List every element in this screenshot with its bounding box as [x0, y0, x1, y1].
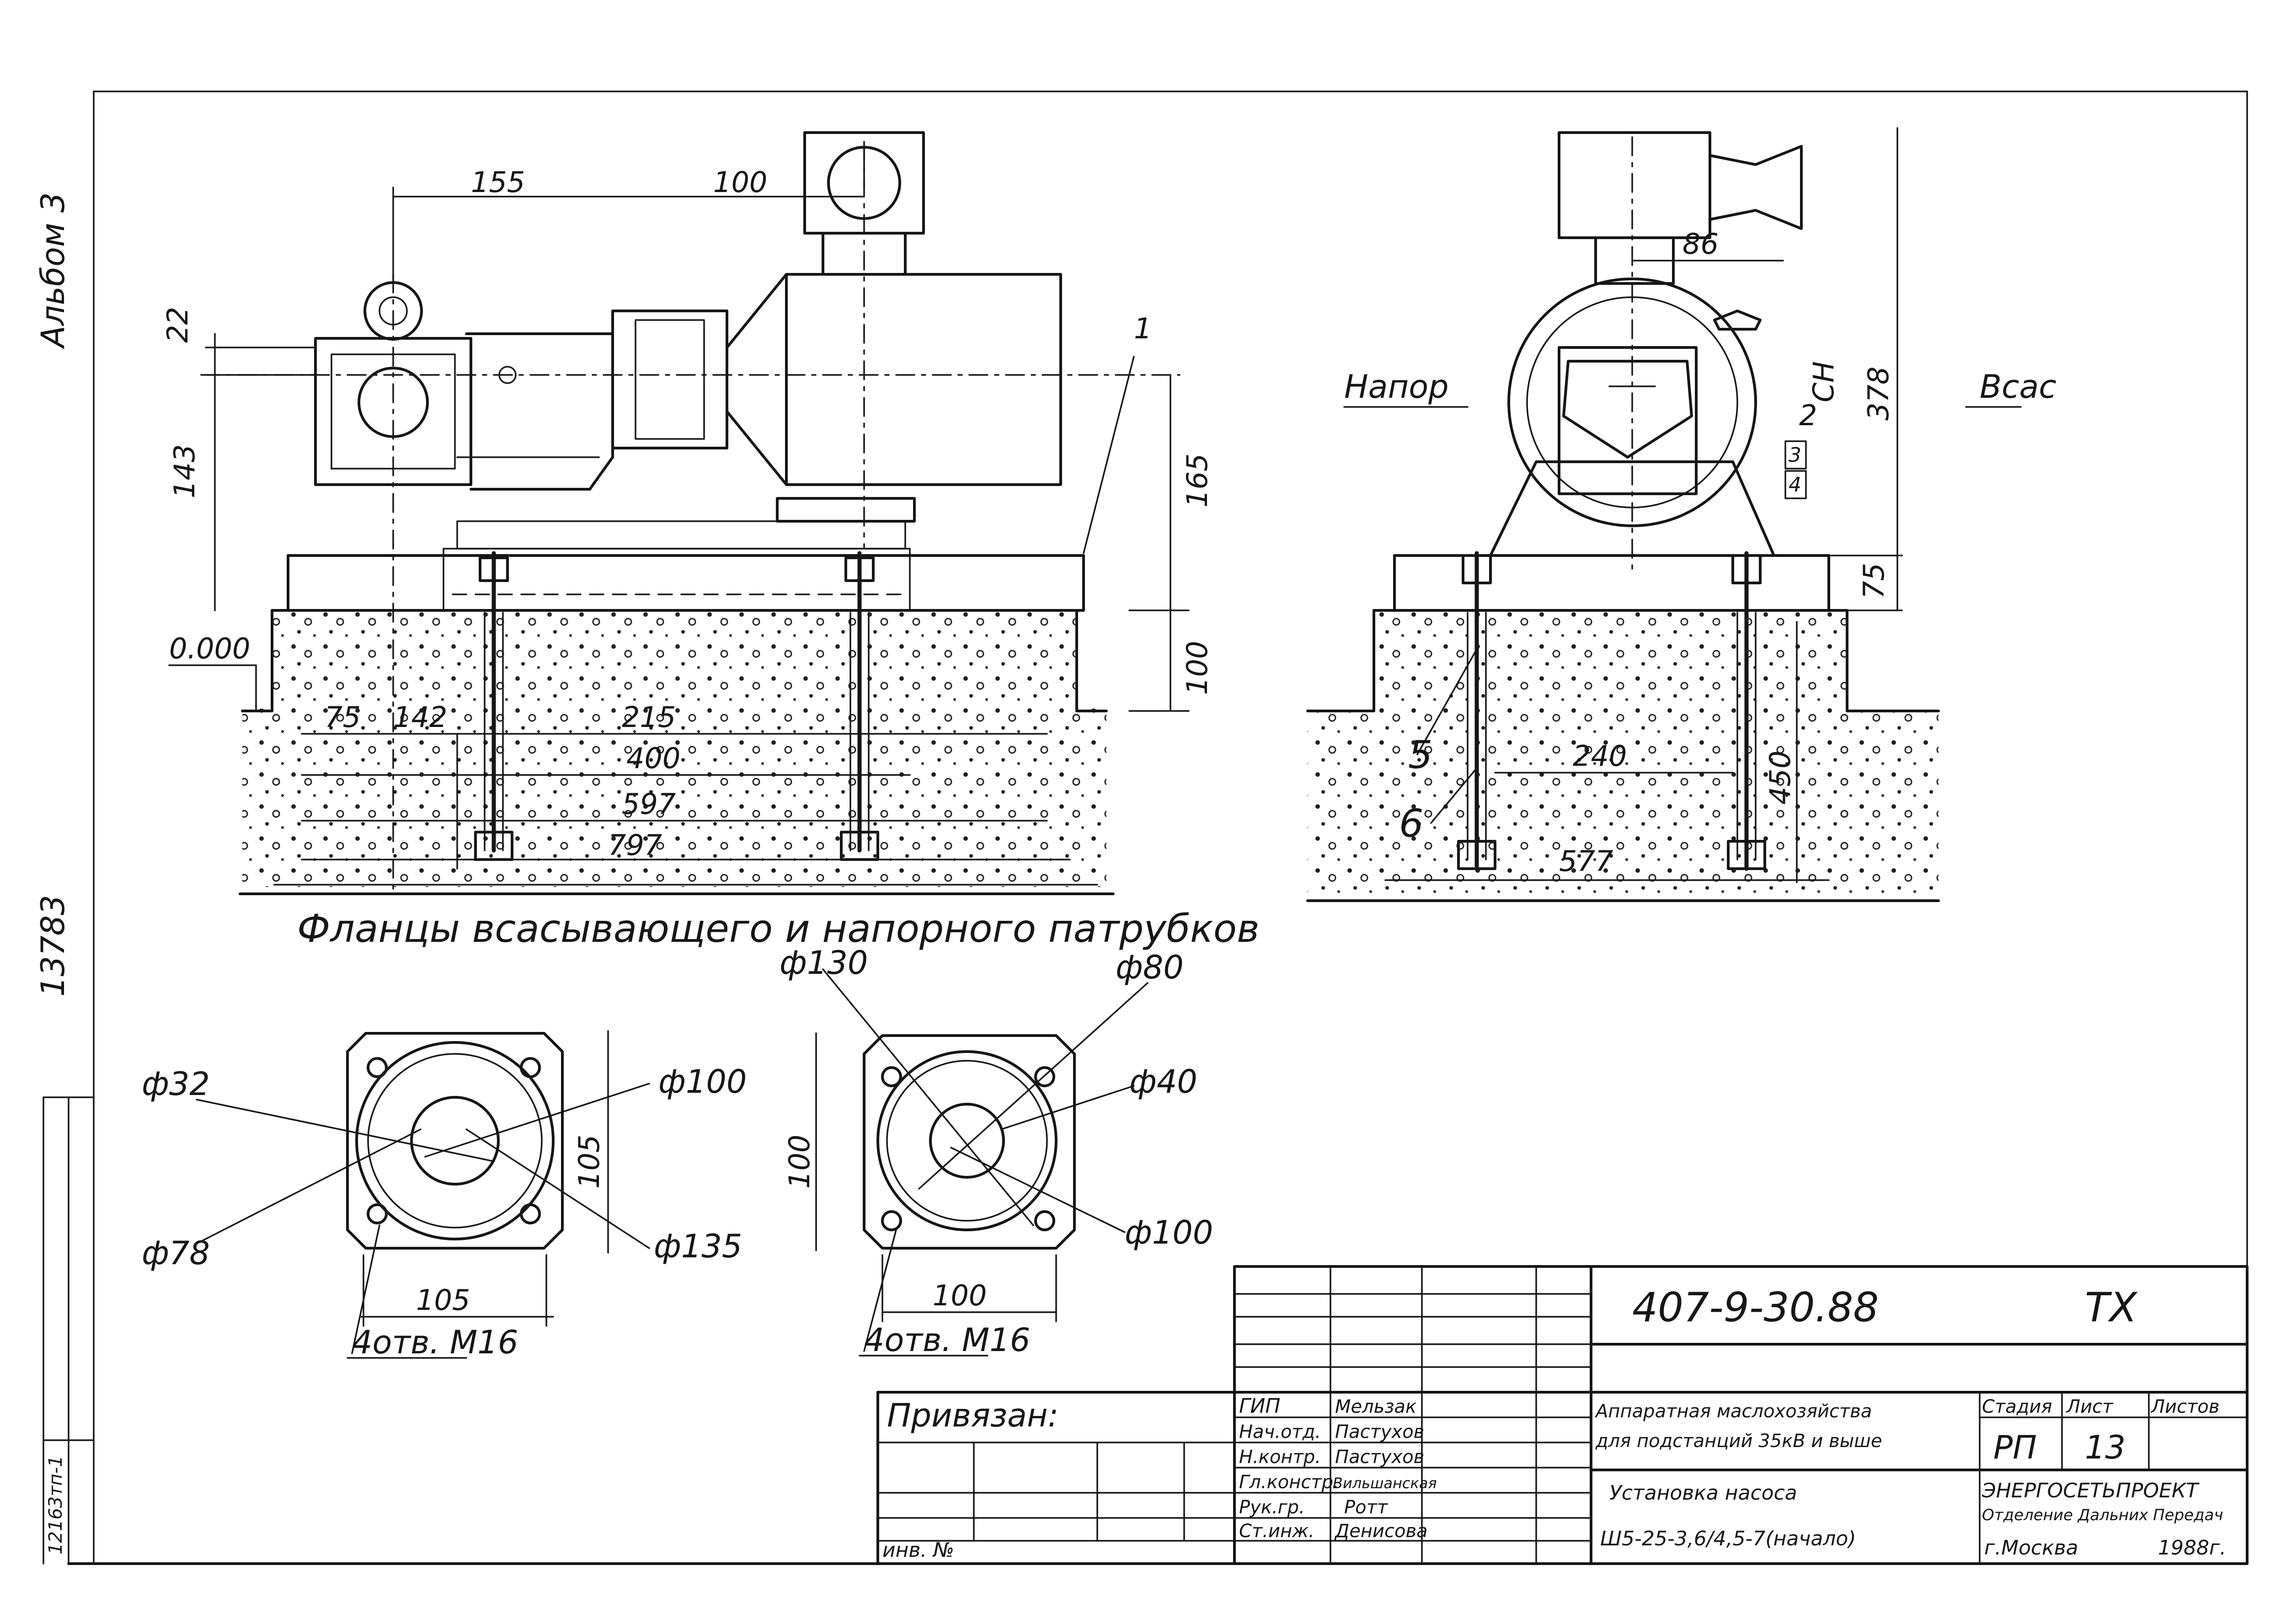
dim-597: 597: [622, 787, 676, 821]
anchor-bolt-side-left: [1457, 551, 1496, 871]
title-block: 407-9-30.88 ТХ Привязан: инв. № ГИП Нач.…: [876, 1265, 2249, 1565]
side-view: 2 3 4 Напор Вс: [1306, 127, 2056, 902]
flange1-d135: ф135: [654, 1228, 742, 1265]
dim-577: 577: [1559, 844, 1613, 878]
org-city: г.Москва: [1984, 1536, 2078, 1560]
anchor-bolt-side-right: [1727, 551, 1766, 871]
flange1-d78: ф78: [142, 1234, 210, 1272]
name-denisova: Денисова: [1334, 1521, 1428, 1542]
front-view: 155 100 22 143 165 100 1 0.000 75 142 21…: [161, 131, 1260, 951]
name-vilshanskaya: Вильшанская: [1333, 1474, 1437, 1492]
flange2-100: 100: [933, 1279, 987, 1312]
role-nach-otd: Нач.отд.: [1239, 1421, 1321, 1442]
role-gl-konstr: Гл.констр.: [1239, 1472, 1339, 1493]
flange-suction: ф32 ф100 105 ф78 ф135 105 4отв. М16: [142, 1030, 747, 1361]
pump-body: [314, 281, 728, 491]
callout-2: 2: [1799, 399, 1817, 432]
flange2-holes: 4отв. М16: [864, 1321, 1030, 1359]
dim-143: 143: [168, 444, 201, 498]
foundation-left: [239, 609, 1115, 895]
margin-stamp-3: 12163тп-1: [45, 1455, 66, 1555]
name-pastukhov-2: Пастухов: [1335, 1447, 1424, 1468]
flange1-holes: 4отв. М16: [352, 1324, 518, 1361]
project-title-line1: Аппаратная маслохозяйства: [1594, 1401, 1872, 1422]
elevation-0000: 0.000: [169, 632, 251, 665]
stage-value: РП: [1993, 1429, 2037, 1466]
sheet-value: 13: [2085, 1429, 2126, 1466]
sheets-header: Листов: [2150, 1396, 2219, 1417]
sheet-frame: [43, 91, 2249, 1565]
project-title-line2: для подстанций 35кВ и выше: [1595, 1431, 1882, 1452]
dim-215: 215: [622, 700, 676, 734]
dim-75-side: 75: [1857, 563, 1891, 599]
doc-code: ТХ: [2085, 1284, 2138, 1331]
margin-stamp-2: 13783: [34, 895, 72, 997]
flange1-105-vert: 105: [572, 1135, 606, 1189]
flange2-d130: ф130: [780, 944, 868, 982]
foundation-right: [1306, 609, 1940, 902]
anchor-bolt-front-left: [474, 551, 513, 861]
callout-6: 6: [1399, 801, 1423, 846]
dim-400: 400: [626, 742, 680, 775]
dim-450: 450: [1763, 751, 1797, 805]
flange2-d40: ф40: [1129, 1063, 1197, 1100]
dim-100-side: 100: [1180, 641, 1214, 695]
stage-header: Стадия: [1982, 1396, 2052, 1417]
flange1-d100: ф100: [658, 1063, 747, 1100]
flange2-100-vert: 100: [783, 1135, 816, 1189]
inv-label: инв. №: [882, 1539, 954, 1562]
dim-22: 22: [161, 307, 194, 343]
name-pastukhov-1: Пастухов: [1335, 1421, 1424, 1442]
role-ruk-gr: Рук.гр.: [1239, 1497, 1305, 1518]
margin-stamp-1: Альбом 3: [34, 192, 72, 349]
flange1-105: 105: [416, 1283, 470, 1317]
sheet-header: Лист: [2066, 1396, 2114, 1417]
dim-100-top: 100: [713, 166, 767, 199]
callout-3: 3: [1789, 443, 1801, 467]
dim-142: 142: [393, 700, 447, 734]
dim-75: 75: [325, 700, 361, 734]
org-dept: Отделение Дальних Передач: [1982, 1506, 2223, 1524]
dim-240: 240: [1573, 739, 1627, 773]
flange1-d32: ф32: [142, 1065, 210, 1103]
callout-5: 5: [1408, 732, 1432, 777]
dim-165: 165: [1180, 454, 1214, 508]
privyazan-label: Привязан:: [887, 1397, 1058, 1434]
dim-155: 155: [471, 166, 525, 199]
dim-86: 86: [1682, 227, 1719, 261]
dim-1: 1: [1134, 312, 1152, 345]
doc-number: 407-9-30.88: [1632, 1284, 1879, 1331]
label-vsas: Всас: [1980, 368, 2056, 406]
sheet-title-line2: Ш5-25-3,6/4,5-7(начало): [1600, 1527, 1856, 1550]
role-n-kontr: Н.контр.: [1239, 1447, 1321, 1468]
name-melzak: Мельзак: [1335, 1396, 1416, 1417]
dim-ch: CH: [1807, 361, 1840, 402]
name-rott: Ротт: [1344, 1497, 1389, 1518]
org-year: 1988г.: [2158, 1536, 2226, 1560]
org-name: ЭНЕРГОСЕТЬПРОЕКТ: [1982, 1479, 2200, 1502]
flange2-d100: ф100: [1125, 1214, 1213, 1251]
flange-pressure: ф130 ф80 ф40 100 ф100 100 4отв. М16: [780, 944, 1213, 1359]
dim-378: 378: [1862, 367, 1895, 421]
dimensions-front: [168, 145, 1190, 870]
dim-797: 797: [608, 828, 662, 862]
flanges-caption: Фланцы всасывающего и напорного патрубко…: [297, 906, 1260, 951]
flange2-d80: ф80: [1116, 949, 1184, 986]
role-st-inzh: Ст.инж.: [1239, 1521, 1314, 1542]
role-gip: ГИП: [1239, 1394, 1281, 1418]
callout-4: 4: [1789, 473, 1801, 497]
label-napor: Напор: [1344, 368, 1449, 406]
sheet-title-line1: Установка насоса: [1609, 1481, 1797, 1505]
